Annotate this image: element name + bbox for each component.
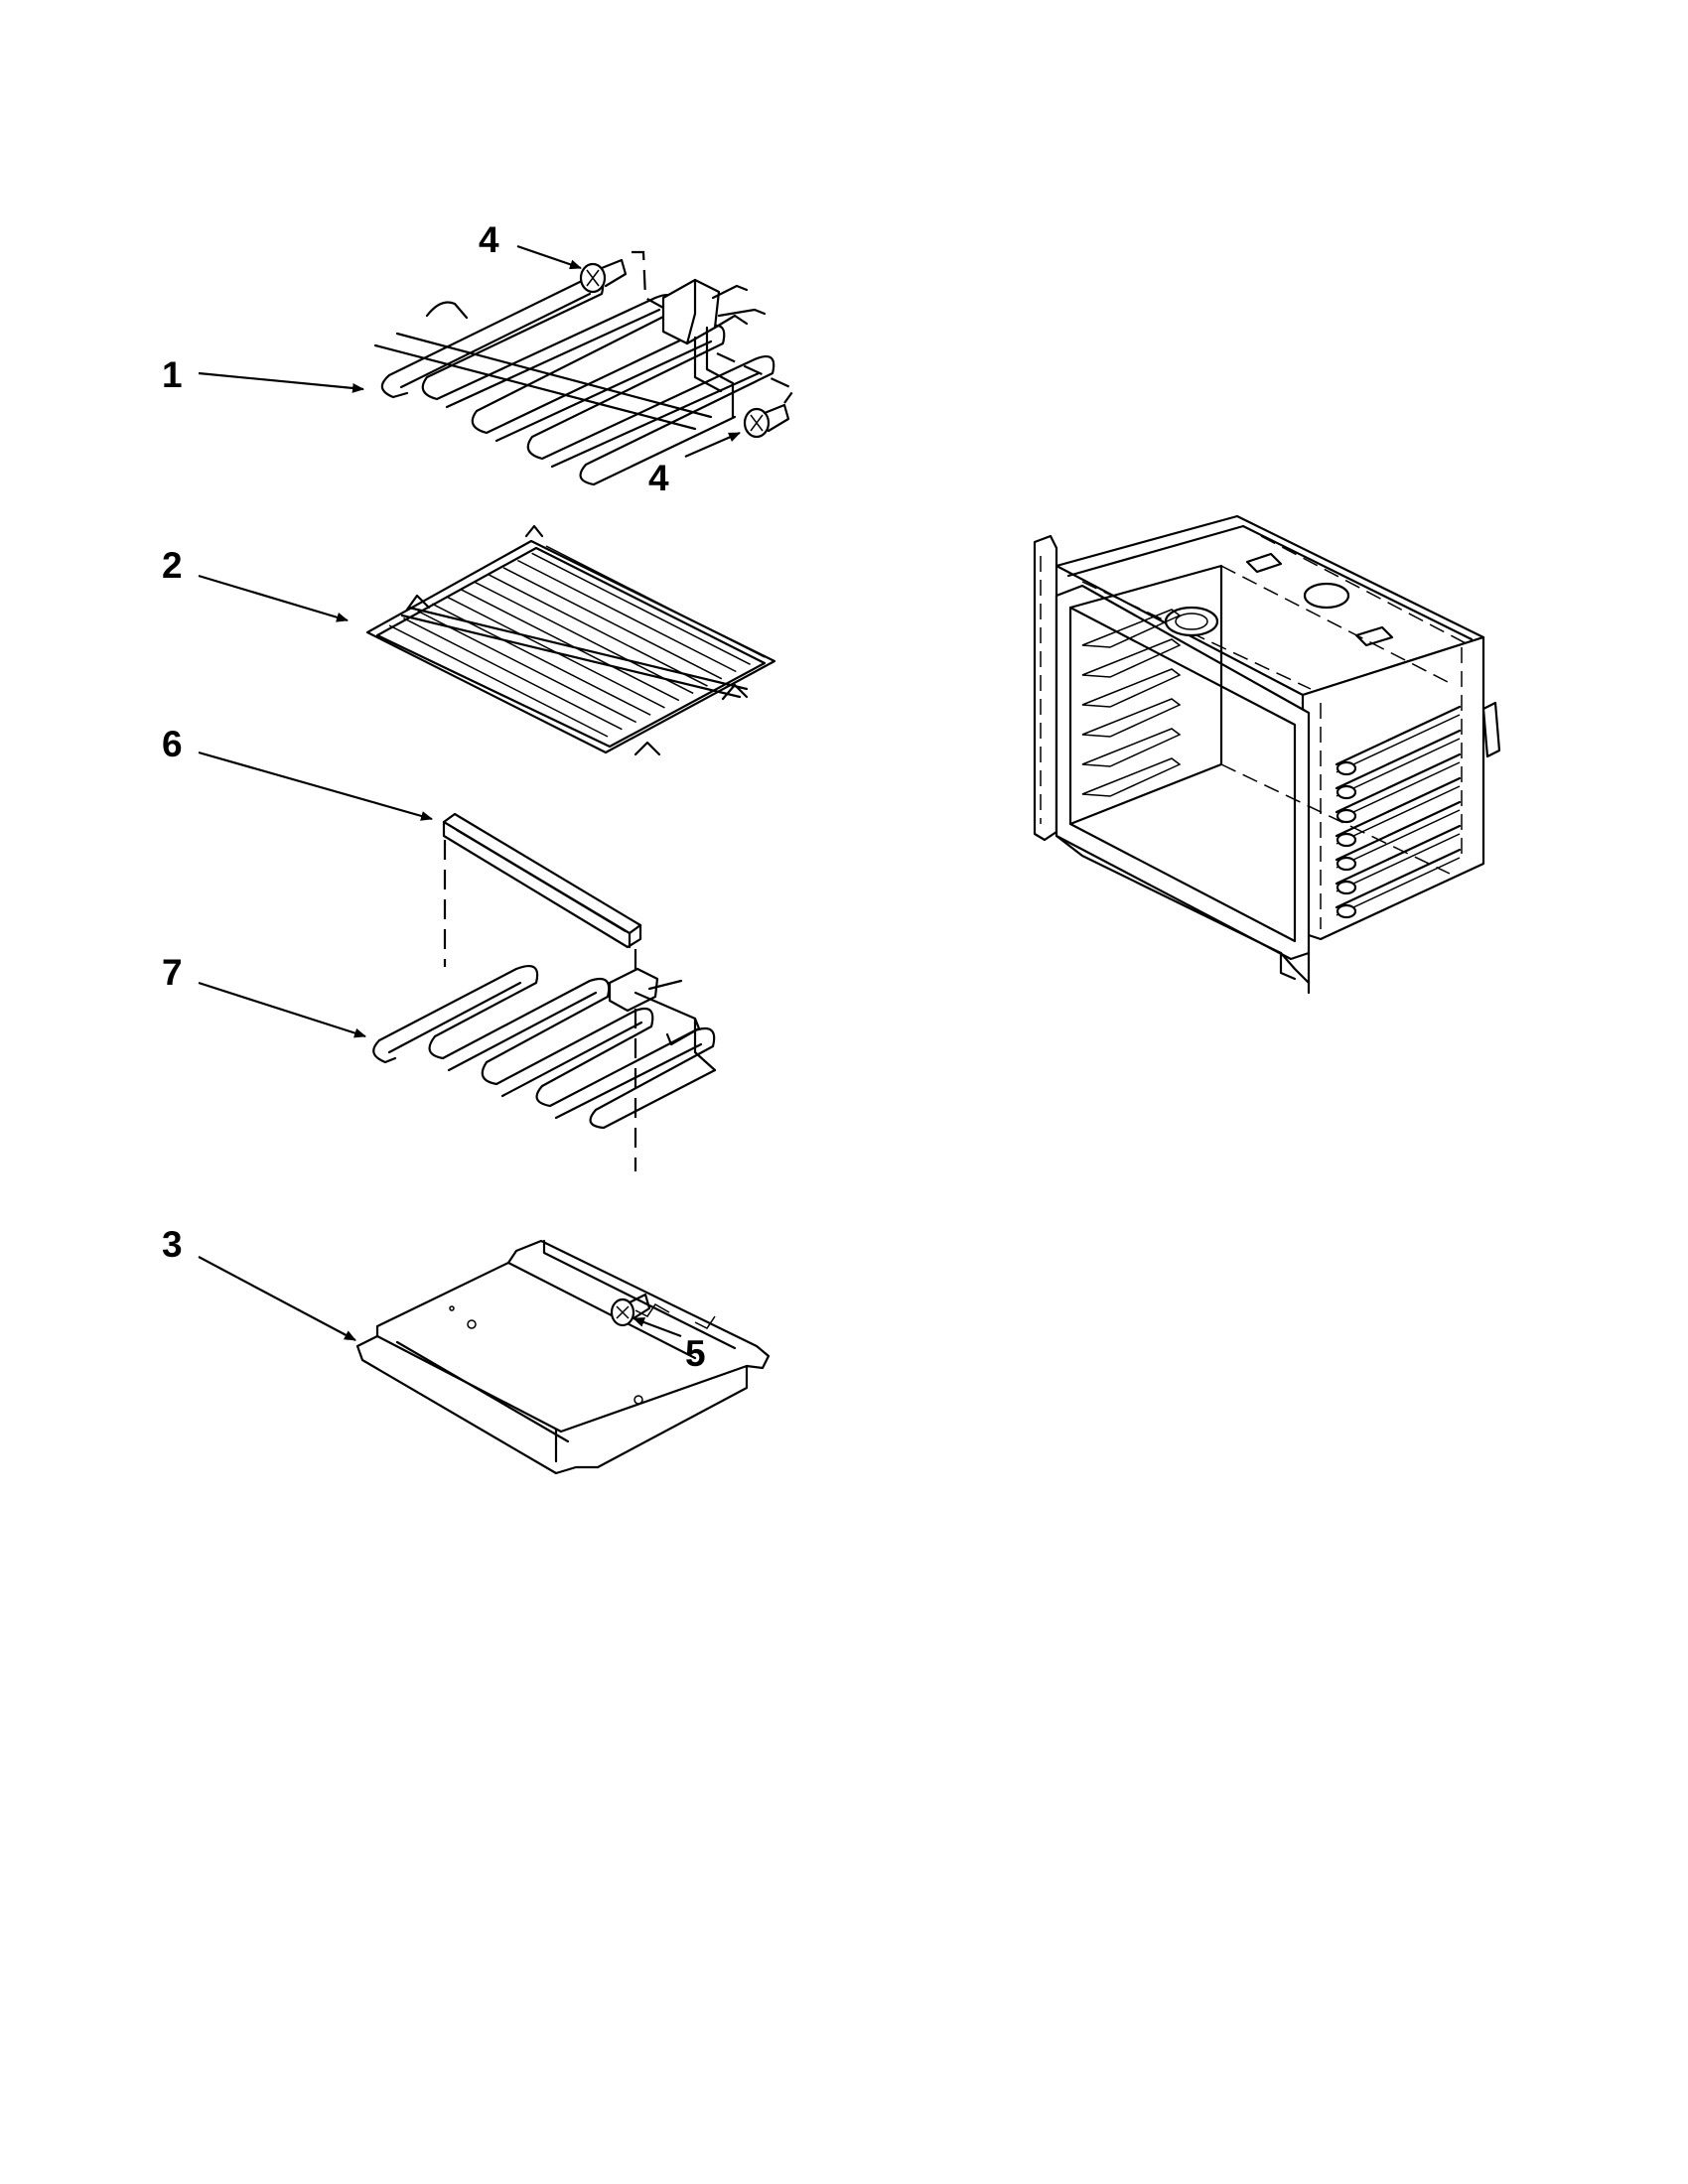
callout-4-bottom: 4 <box>648 458 669 498</box>
rack-support-stop <box>1336 832 1357 848</box>
callout-5: 5 <box>685 1333 706 1374</box>
rack-wire <box>417 610 637 724</box>
right-rack-support <box>1336 785 1461 845</box>
bake-element <box>372 965 717 1130</box>
rack-support-stop <box>1336 856 1357 872</box>
left-rack-support <box>1081 698 1182 738</box>
rack-wire <box>516 559 737 673</box>
oven-bottom-panel <box>355 1239 771 1475</box>
callout-arrows <box>198 244 741 1341</box>
right-rack-support <box>1335 752 1462 814</box>
element-shield <box>442 812 642 949</box>
oven-rack <box>365 524 776 756</box>
callout-4-top: 4 <box>479 219 499 260</box>
right-rack-support <box>1336 857 1461 916</box>
left-rack-support <box>1081 638 1182 678</box>
broil-element <box>373 276 775 486</box>
right-rack-support <box>1336 714 1461 773</box>
rack-wire <box>531 552 751 665</box>
right-rack-support <box>1336 738 1461 797</box>
rack-wire <box>388 624 609 738</box>
rack-wire <box>460 588 680 702</box>
screw-top <box>579 258 628 294</box>
rack-support-stop <box>1336 880 1357 895</box>
rack-wire <box>474 581 694 695</box>
right-rack-support <box>1335 705 1462 766</box>
left-rack-support <box>1081 757 1182 797</box>
callout-7: 7 <box>162 952 183 993</box>
callout-1: 1 <box>162 354 183 395</box>
callout-3: 3 <box>162 1224 183 1265</box>
left-rack-support <box>1081 668 1182 708</box>
right-rack-support <box>1335 824 1462 886</box>
rack-support-stop <box>1336 760 1357 776</box>
callout-6: 6 <box>162 724 183 764</box>
rack-support-stop <box>1336 903 1357 919</box>
rack-wire <box>403 617 623 731</box>
right-rack-support <box>1336 833 1461 892</box>
right-rack-support <box>1336 761 1461 821</box>
right-rack-support <box>1336 809 1461 869</box>
left-rack-support <box>1081 609 1182 648</box>
right-rack-support <box>1335 848 1462 909</box>
rack-support-stop <box>1336 784 1357 800</box>
screw-bottom-panel <box>610 1293 651 1327</box>
right-rack-support <box>1335 776 1462 838</box>
left-rack-support <box>1081 728 1182 767</box>
rack-wire <box>489 574 708 687</box>
callout-2: 2 <box>162 545 183 586</box>
rack-wire <box>502 567 723 680</box>
right-rack-support <box>1335 800 1462 862</box>
alignment-line-top <box>632 250 664 309</box>
rack-support-stop <box>1336 808 1357 824</box>
rack-wire <box>545 545 766 658</box>
oven-cavity <box>1033 514 1501 995</box>
alignment-line-bottom <box>716 352 796 404</box>
right-rack-support <box>1335 729 1462 790</box>
screw-bottom <box>743 403 790 439</box>
